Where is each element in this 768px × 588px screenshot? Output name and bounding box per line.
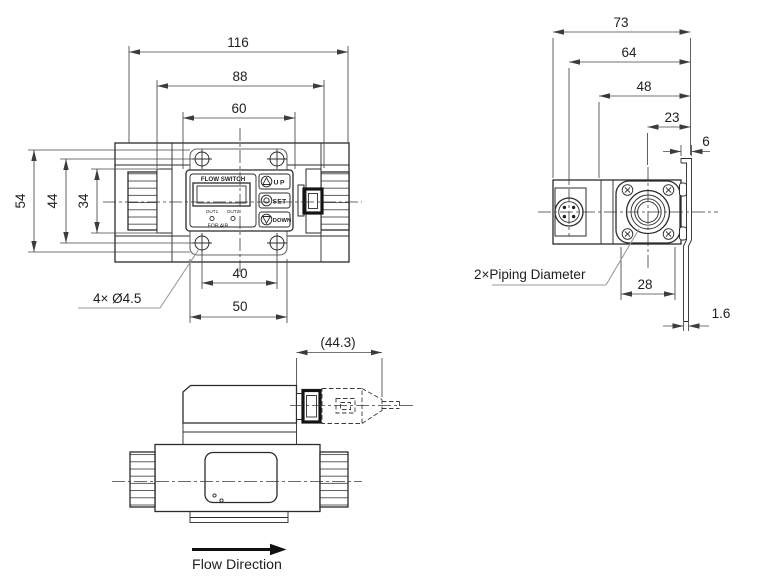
triangle-down-icon <box>261 216 272 225</box>
front-view: FLOW SWITCH OUT1 OUT2 FOR AIR UP SET DOW… <box>13 35 362 323</box>
up-button-label: UP <box>274 179 287 186</box>
housing-mid-section <box>182 423 297 445</box>
dim-116: 116 <box>227 35 249 50</box>
hole-crosshairs <box>192 149 287 253</box>
set-button-icon <box>260 194 273 207</box>
dim-48: 48 <box>636 79 651 94</box>
m12-screw-connector <box>301 388 322 424</box>
hole-note-leader <box>159 248 200 309</box>
circle-icon <box>263 197 270 204</box>
body-window <box>204 451 278 504</box>
label-area <box>189 173 257 228</box>
triangle-up-icon <box>261 176 272 185</box>
dim-40: 40 <box>232 266 247 281</box>
led-label-out2: OUT2 <box>227 209 240 214</box>
button-column: UP SET DOWN <box>258 173 291 228</box>
m12-screw-connector-inner <box>306 395 317 418</box>
piping-note: 2×Piping Diameter <box>474 267 586 282</box>
hex-nut-left <box>127 171 158 231</box>
m12-connector-inner <box>308 193 318 209</box>
down-button-icon <box>260 213 273 226</box>
bottom-flange <box>189 511 289 523</box>
dim-60: 60 <box>231 101 246 116</box>
m12-connector-side <box>302 187 324 215</box>
hex-nut-left <box>129 451 156 508</box>
bottom-view: (44.3) Flow Direction <box>112 335 413 573</box>
led-out1 <box>209 215 215 222</box>
dim-34: 34 <box>76 193 91 209</box>
front-dimensions: 116 88 60 54 44 34 40 50 4× Ø4.5 <box>13 35 349 323</box>
hole-note: 4× Ø4.5 <box>93 291 141 306</box>
body-dot <box>219 498 224 503</box>
up-button-icon <box>260 175 273 188</box>
flow-arrow-head <box>270 543 287 556</box>
dim-64: 64 <box>621 45 637 60</box>
dim-6: 6 <box>702 134 710 149</box>
set-button <box>258 192 291 209</box>
m12-connector-pins <box>562 205 576 219</box>
flow-direction-label: Flow Direction <box>192 557 282 573</box>
hex-nut-right <box>319 451 349 508</box>
dim-50: 50 <box>232 299 247 314</box>
lcd-display-inner <box>196 185 247 204</box>
bottom-dimensions: (44.3) <box>296 335 383 397</box>
led-label-out1: OUT1 <box>206 209 219 214</box>
dim-1-6: 1.6 <box>712 306 731 321</box>
mounting-bracket <box>679 158 692 322</box>
led-out2 <box>230 215 236 222</box>
dim-44-3: (44.3) <box>320 335 355 350</box>
dim-23: 23 <box>664 110 679 125</box>
dim-44: 44 <box>45 193 60 209</box>
hex-nut-right <box>320 171 350 231</box>
collar-left <box>156 168 173 234</box>
for-air-label: FOR AIR <box>208 224 229 230</box>
flow-direction: Flow Direction <box>192 543 287 573</box>
dim-54: 54 <box>13 193 28 209</box>
flange-screws <box>621 184 675 240</box>
down-button-label: DOWN <box>273 218 291 224</box>
lcd-display <box>192 182 251 207</box>
piping-note-leader <box>605 228 640 286</box>
dim-73: 73 <box>613 15 628 30</box>
side-dimensions: 73 64 48 23 6 28 1.6 2×Piping Diameter <box>474 15 730 331</box>
bracket-tab <box>679 226 687 241</box>
dim-28: 28 <box>637 277 652 292</box>
bracket-tab <box>679 182 687 197</box>
panel-title: FLOW SWITCH <box>201 176 246 183</box>
side-view: 73 64 48 23 6 28 1.6 2×Piping Diameter <box>474 15 730 331</box>
body-dot <box>212 493 217 498</box>
dim-88: 88 <box>232 69 247 84</box>
